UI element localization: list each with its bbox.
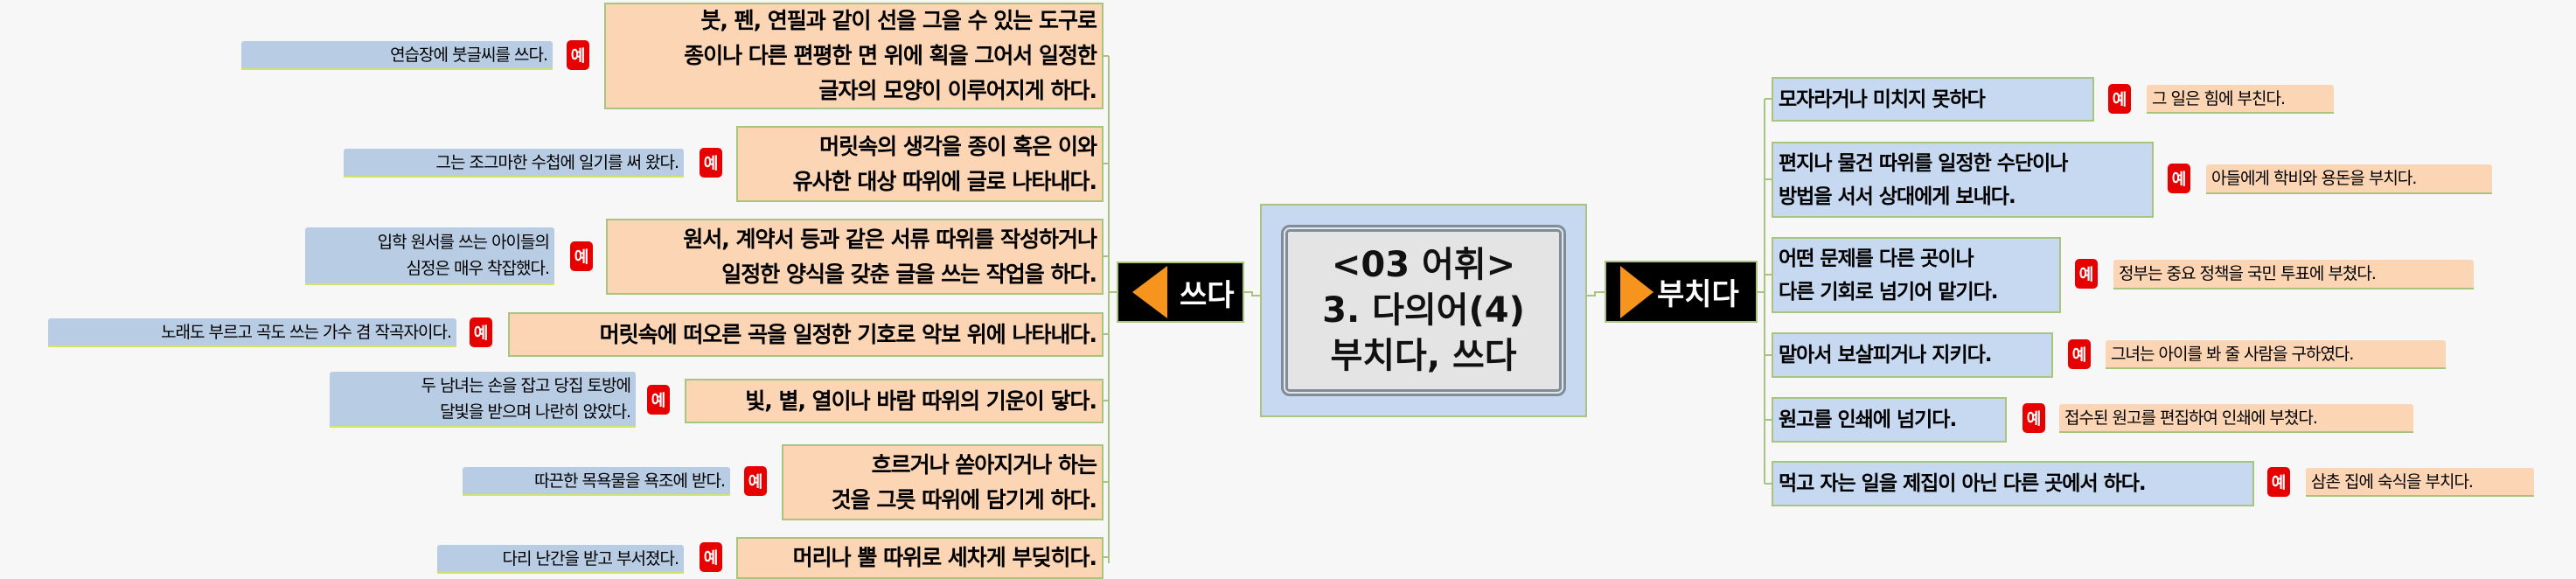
right-definition-1: 모자라거나 미치지 못하다 <box>1772 77 2094 122</box>
right-example-4: 그녀는 아이를 봐 줄 사람을 구하였다. <box>2106 340 2446 369</box>
paperclip-frame: <03 어휘> 3. 다의어(4) 부치다, 쓰다 <box>1281 225 1566 396</box>
example-marker-icon: 예 <box>2075 259 2098 289</box>
left-definition-3: 원서, 계약서 등과 같은 서류 따위를 작성하거나 일정한 양식을 갖춘 글을… <box>606 219 1104 295</box>
central-topic[interactable]: <03 어휘> 3. 다의어(4) 부치다, 쓰다 <box>1260 204 1587 417</box>
branch-node-buchida[interactable]: 부치다 <box>1605 261 1758 323</box>
example-marker-icon: 예 <box>2108 84 2131 114</box>
central-topic-line-2: 3. 다의어(4) <box>1322 290 1525 331</box>
left-definition-2: 머릿속의 생각을 종이 혹은 이와 유사한 대상 따위에 글로 나타내다. <box>736 126 1104 202</box>
example-marker-icon: 예 <box>744 466 767 496</box>
left-arrow-icon <box>1132 266 1167 318</box>
right-example-3: 정부는 중요 정책을 국민 투표에 부쳤다. <box>2113 260 2474 290</box>
branch-label: 부치다 <box>1657 277 1739 312</box>
right-arrow-icon <box>1620 265 1654 318</box>
left-definition-7: 머리나 뿔 따위로 세차게 부딪히다. <box>736 537 1104 579</box>
left-example-3: 입학 원서를 쓰는 아이들의 심정은 매우 착잡했다. <box>305 227 554 285</box>
right-definition-2: 편지나 물건 따위를 일정한 수단이나 방법을 서서 상대에게 보내다. <box>1772 142 2154 218</box>
example-marker-icon: 예 <box>700 148 722 178</box>
left-definition-1: 붓, 펜, 연필과 같이 선을 그을 수 있는 도구로 종이나 다른 편평한 면… <box>604 3 1104 109</box>
example-marker-icon: 예 <box>2023 403 2045 433</box>
left-example-5: 두 남녀는 손을 잡고 당집 토방에 달빛을 받으며 나란히 앉았다. <box>330 372 636 428</box>
example-marker-icon: 예 <box>2068 339 2091 369</box>
right-definition-5: 원고를 인쇄에 넘기다. <box>1772 397 2007 443</box>
right-example-2: 아들에게 학비와 용돈을 부치다. <box>2206 164 2492 194</box>
right-example-5: 접수된 원고를 편집하여 인쇄에 부쳤다. <box>2059 404 2413 433</box>
left-example-7: 다리 난간을 받고 부서졌다. <box>437 545 684 574</box>
left-example-1: 연습장에 붓글씨를 쓰다. <box>241 41 553 70</box>
right-definition-4: 맡아서 보살피거나 지키다. <box>1772 332 2053 378</box>
branch-label: 쓰다 <box>1180 277 1235 313</box>
left-example-4: 노래도 부르고 곡도 쓰는 가수 겸 작곡자이다. <box>48 318 456 347</box>
left-example-2: 그는 조그마한 수첩에 일기를 써 왔다. <box>344 149 684 178</box>
right-definition-3: 어떤 문제를 다른 곳이나 다른 기회로 넘기어 맡기다. <box>1772 237 2061 313</box>
example-marker-icon: 예 <box>700 542 722 572</box>
left-definition-5: 빛, 볕, 열이나 바람 따위의 기운이 닿다. <box>685 379 1104 423</box>
example-marker-icon: 예 <box>2267 467 2290 497</box>
left-example-6: 따끈한 목욕물을 욕조에 받다. <box>463 467 730 496</box>
example-marker-icon: 예 <box>647 385 670 415</box>
right-definition-6: 먹고 자는 일을 제집이 아닌 다른 곳에서 하다. <box>1772 461 2254 506</box>
right-example-1: 그 일은 힘에 부친다. <box>2147 85 2334 114</box>
right-example-6: 삼촌 집에 숙식을 부치다. <box>2306 468 2534 497</box>
central-topic-line-1: <03 어휘> <box>1331 245 1516 285</box>
branch-node-sseuda[interactable]: 쓰다 <box>1117 262 1244 323</box>
example-marker-icon: 예 <box>2168 164 2190 193</box>
example-marker-icon: 예 <box>567 40 589 70</box>
left-definition-4: 머릿속에 떠오른 곡을 일정한 기호로 악보 위에 나타내다. <box>508 312 1104 357</box>
left-definition-6: 흐르거나 쏟아지거나 하는 것을 그릇 따위에 담기게 하다. <box>782 444 1104 520</box>
central-topic-line-3: 부치다, 쓰다 <box>1330 336 1517 376</box>
example-marker-icon: 예 <box>470 317 492 347</box>
example-marker-icon: 예 <box>570 241 593 271</box>
